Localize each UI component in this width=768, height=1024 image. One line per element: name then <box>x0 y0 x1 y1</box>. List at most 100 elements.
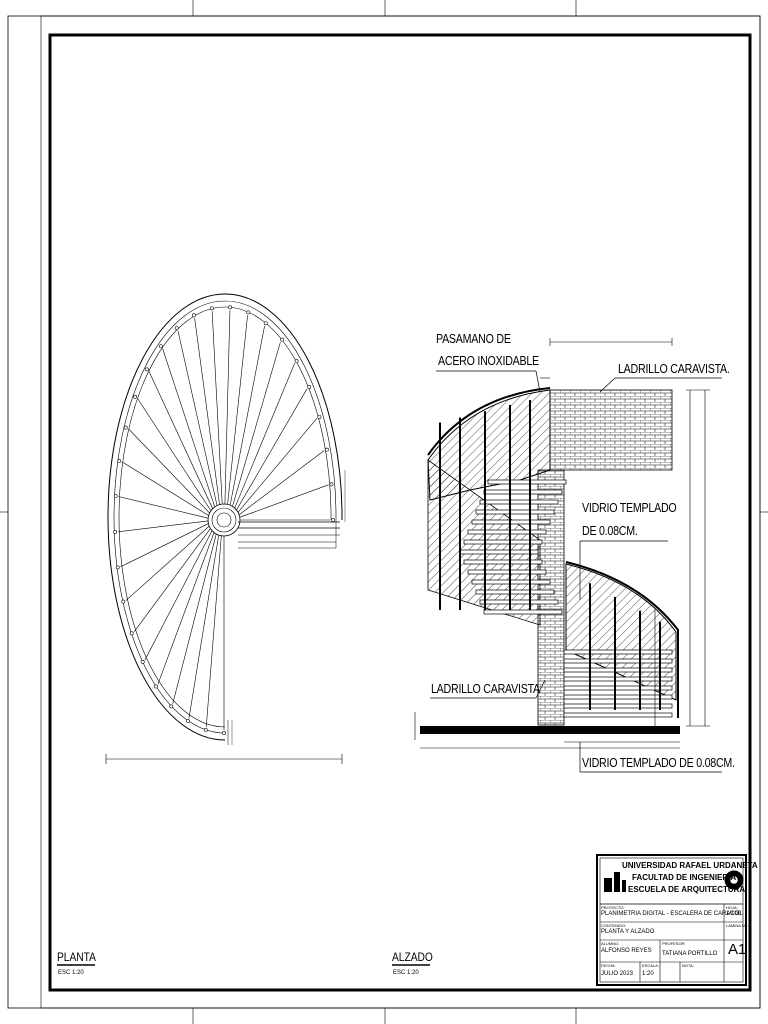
plan-baluster <box>203 728 208 732</box>
elevation-lower-step <box>563 658 673 664</box>
plan-baluster <box>331 518 335 522</box>
plan-baluster <box>117 459 122 463</box>
plan-baluster <box>140 660 145 664</box>
plan-tread-line <box>229 325 265 506</box>
plan-tread-line <box>121 461 209 516</box>
handrail-label-line2: ACERO INOXIDABLE <box>438 353 539 368</box>
plan-treads <box>118 310 330 730</box>
tb-date-value: JULIO 2023 <box>601 971 634 977</box>
tb-professor-label: PROFESOR: <box>662 941 686 946</box>
plan-baluster <box>115 565 120 570</box>
plan-dimension <box>105 754 343 764</box>
plan-balusters <box>113 305 335 735</box>
plan-tread-line <box>128 428 210 514</box>
lower-handrail <box>565 561 679 718</box>
tb-sheet-value: 1/100 <box>726 911 742 917</box>
elevation-scale: ESC 1:20 <box>393 970 419 976</box>
elevation-step <box>463 559 543 565</box>
plan-baluster <box>129 631 134 636</box>
tb-school: ESCUELA DE ARQUITECTURA <box>628 885 746 894</box>
plan-tread-line <box>236 388 308 511</box>
elevation-step <box>487 479 567 485</box>
plan-tread-line <box>148 371 213 509</box>
plan-tread-line <box>194 318 220 505</box>
tb-student-label: ALUMNO: <box>601 941 620 946</box>
elevation-step <box>483 489 563 495</box>
plan-baluster <box>113 494 118 499</box>
elevation-step <box>463 539 543 545</box>
plan-baluster <box>222 731 226 735</box>
elevation-step <box>459 549 539 555</box>
plan-title: PLANTA <box>57 950 96 964</box>
plan-tread-line <box>234 363 295 509</box>
plan-tread-line <box>232 342 281 507</box>
elevation-step <box>479 499 559 505</box>
elevation-step <box>475 509 555 515</box>
plan-tread-line <box>172 533 217 704</box>
tb-content-value: PLANTA Y ALZADO <box>601 929 655 935</box>
plan-baluster <box>145 367 149 372</box>
plan-baluster <box>324 447 329 452</box>
elevation-balusters <box>439 400 661 710</box>
plan-baluster <box>121 599 126 604</box>
plan-baluster <box>191 313 196 318</box>
tb-date-label: FECHA: <box>601 963 616 968</box>
plan-tread-line <box>188 535 220 719</box>
brick-wall-top <box>549 389 673 471</box>
plan-tread-line <box>118 496 209 519</box>
elevation-dimensions <box>414 338 710 749</box>
tb-note-label: NOTA: <box>682 963 694 968</box>
tb-drawing-value: A1 <box>728 941 747 958</box>
university-logo <box>604 872 626 892</box>
elevation-step <box>475 589 555 595</box>
plan-outline <box>107 293 343 741</box>
floor-slab <box>420 726 680 734</box>
glass-mid-label-line2: DE 0.08CM. <box>582 523 638 538</box>
elevation-lower-step <box>563 703 673 709</box>
tb-scale-value: 1:20 <box>642 971 654 977</box>
tb-faculty: FACULTAD DE INGENIERIA <box>632 873 737 882</box>
plan-baluster <box>307 385 312 390</box>
plan-tread-line <box>125 525 210 601</box>
plan-tread-line <box>157 532 215 685</box>
leaders <box>430 370 722 773</box>
plan-baluster <box>133 394 138 399</box>
seal-emblem <box>724 870 744 890</box>
tb-sheet-label: HOJA: <box>726 905 738 910</box>
elevation-lower-step <box>563 694 673 700</box>
plan-tread-line <box>227 315 248 505</box>
plan-tread-line <box>177 330 218 506</box>
plan-baluster <box>280 337 284 342</box>
plan-baluster <box>329 482 334 487</box>
plan-tread-line <box>205 535 222 728</box>
plan-baluster <box>154 684 158 689</box>
plan-tread-line <box>118 520 209 533</box>
brick-top-label: LADRILLO CARAVISTA. <box>618 361 730 376</box>
tb-university: UNIVERSIDAD RAFAEL URDANETA <box>622 861 758 870</box>
elevation-title: ALZADO <box>392 950 433 964</box>
elevation-lower-step <box>563 712 673 718</box>
plan-view <box>105 293 346 764</box>
plan-tread-line <box>237 418 318 513</box>
elevation-lower-step <box>563 685 673 691</box>
plan-tread-line <box>162 348 216 508</box>
elevation-steps <box>459 479 673 718</box>
plan-tread-line <box>239 484 329 518</box>
plan-tread-line <box>120 523 209 567</box>
title-block <box>596 854 747 986</box>
tb-project-label: PROYECTO: <box>601 905 625 910</box>
plan-tread-line <box>238 450 325 515</box>
tb-content-label: CONTENIDO: <box>601 923 627 928</box>
plan-baluster <box>209 306 214 311</box>
lower-glass-panel <box>565 563 677 701</box>
plan-baluster <box>169 704 174 709</box>
plan-baluster <box>113 530 118 534</box>
plan-tread-line <box>137 398 212 511</box>
plan-baluster <box>174 326 179 330</box>
plan-baluster <box>186 719 190 723</box>
plan-tread-line <box>144 530 213 661</box>
upper-handrail <box>427 387 551 456</box>
plan-baluster <box>246 310 251 315</box>
